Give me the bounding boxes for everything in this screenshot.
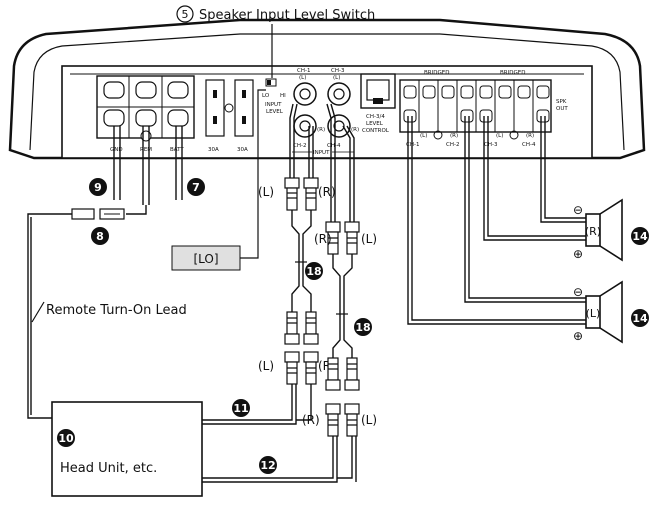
speaker-right-minus: ⊖ — [573, 203, 583, 217]
rca-a-right-label: (R) — [318, 185, 336, 199]
speaker-right-plus: ⊕ — [573, 247, 583, 261]
fuse-block: 30A 30A — [205, 79, 254, 153]
callout-18a-number: 18 — [306, 265, 321, 278]
callout-7-number: 7 — [192, 181, 200, 194]
ch2-r-label: (R) — [317, 127, 325, 133]
speaker-input-level-switch-label: Speaker Input Level Switch — [199, 8, 375, 23]
terminal-ch4: CH-4 — [522, 142, 536, 148]
ch3-label: CH-3 — [331, 68, 345, 74]
speaker-right: (R) ⊖ ⊕ 14 — [573, 198, 649, 262]
terminal-l2: (L) — [496, 133, 503, 139]
bridged-label-1: BRIDGED — [424, 70, 449, 76]
terminal-gnd-label: GND — [110, 147, 123, 153]
speaker-output-block: BRIDGED BRIDGED (L) (R) (L) (R) CH-1 CH-… — [399, 70, 568, 148]
callout-7: 7 — [187, 178, 205, 196]
head-unit: 10 Head Unit, etc. — [51, 401, 203, 497]
spk-out-label-1: SPK — [556, 99, 567, 105]
callout-14b-number: 14 — [632, 312, 648, 325]
ch1-l-label: (L) — [299, 75, 306, 81]
callout-8-number: 8 — [96, 230, 104, 243]
rca-a-left-label: (L) — [258, 185, 274, 199]
lo-setting-box: [LO] — [171, 89, 266, 271]
head-unit-label: Head Unit, etc. — [60, 461, 157, 476]
speaker-left-label: (L) — [586, 307, 601, 320]
callout-14a-number: 14 — [632, 230, 648, 243]
input-level-label-2: LEVEL — [266, 109, 284, 115]
callout-9-number: 9 — [94, 181, 102, 194]
power-terminal-block: GND REM BATT — [96, 75, 195, 153]
terminal-ch1: CH-1 — [406, 142, 419, 148]
switch-lo-label: LO — [262, 93, 270, 99]
ch4-label: CH-4 — [327, 143, 341, 149]
rca-b-right-label: (R) — [314, 232, 332, 246]
callout-11-number: 11 — [233, 402, 248, 415]
speaker-left-plus: ⊕ — [573, 329, 583, 343]
ch1-label: CH-1 — [297, 68, 310, 74]
switch-hi-label: HI — [280, 93, 286, 99]
input-level-label-1: INPUT — [265, 102, 282, 108]
callout-5: 5 Speaker Input Level Switch — [176, 5, 375, 78]
terminal-r2: (R) — [526, 133, 534, 139]
level-label-1: CH-3/4 — [366, 114, 385, 120]
input-level-switch[interactable]: LO HI INPUT LEVEL — [262, 78, 286, 115]
fuse-2-label: 30A — [237, 147, 248, 153]
remote-turn-on-lead-label: Remote Turn-On Lead — [46, 303, 187, 318]
terminal-ch2: CH-2 — [446, 142, 459, 148]
lo-setting-label: [LO] — [193, 252, 218, 266]
terminal-batt-label: BATT — [170, 147, 184, 153]
speaker-right-label: (R) — [585, 225, 601, 238]
ch2-label: CH-2 — [293, 143, 306, 149]
level-control-port[interactable]: CH-3/4 LEVEL CONTROL — [360, 73, 396, 134]
rca-d-left-label: (L) — [361, 413, 377, 427]
level-label-2: LEVEL — [366, 121, 384, 127]
terminal-r1: (R) — [450, 133, 458, 139]
speaker-left-minus: ⊖ — [573, 285, 583, 299]
speaker-wires — [407, 116, 586, 325]
power-wires — [27, 126, 183, 419]
fuse-1-label: 30A — [208, 147, 219, 153]
level-label-3: CONTROL — [362, 128, 390, 134]
callout-5-number: 5 — [182, 8, 189, 21]
callout-18b-number: 18 — [355, 321, 370, 334]
callout-9: 9 — [89, 178, 107, 196]
rca-input-jacks: CH-1 (L) CH-3 (L) (R) CH-2 CH-4 (R) INPU… — [292, 68, 359, 156]
remote-lead-annotation: Remote Turn-On Lead — [31, 301, 187, 323]
terminal-rem-label: REM — [140, 147, 152, 153]
speaker-left: (L) ⊖ ⊕ 14 — [573, 280, 649, 344]
input-label: INPUT — [313, 150, 330, 156]
callout-10-number: 10 — [58, 432, 74, 445]
terminal-ch3: CH-3 — [484, 142, 498, 148]
terminal-l1: (L) — [420, 133, 427, 139]
rca-cable-ch3-ch4: (R) (L) 18 (R) (L) 12 — [202, 103, 377, 483]
callout-8: 8 — [91, 227, 109, 245]
spk-out-label-2: OUT — [556, 106, 568, 112]
rca-b-left-label: (L) — [361, 232, 377, 246]
rca-c-left-label: (L) — [258, 359, 274, 373]
ch4-r-label: (R) — [351, 127, 359, 133]
bridged-label-2: BRIDGED — [500, 70, 525, 76]
rca-d-right-label: (R) — [302, 413, 320, 427]
ch3-l-label: (L) — [333, 75, 340, 81]
callout-12-number: 12 — [260, 459, 275, 472]
